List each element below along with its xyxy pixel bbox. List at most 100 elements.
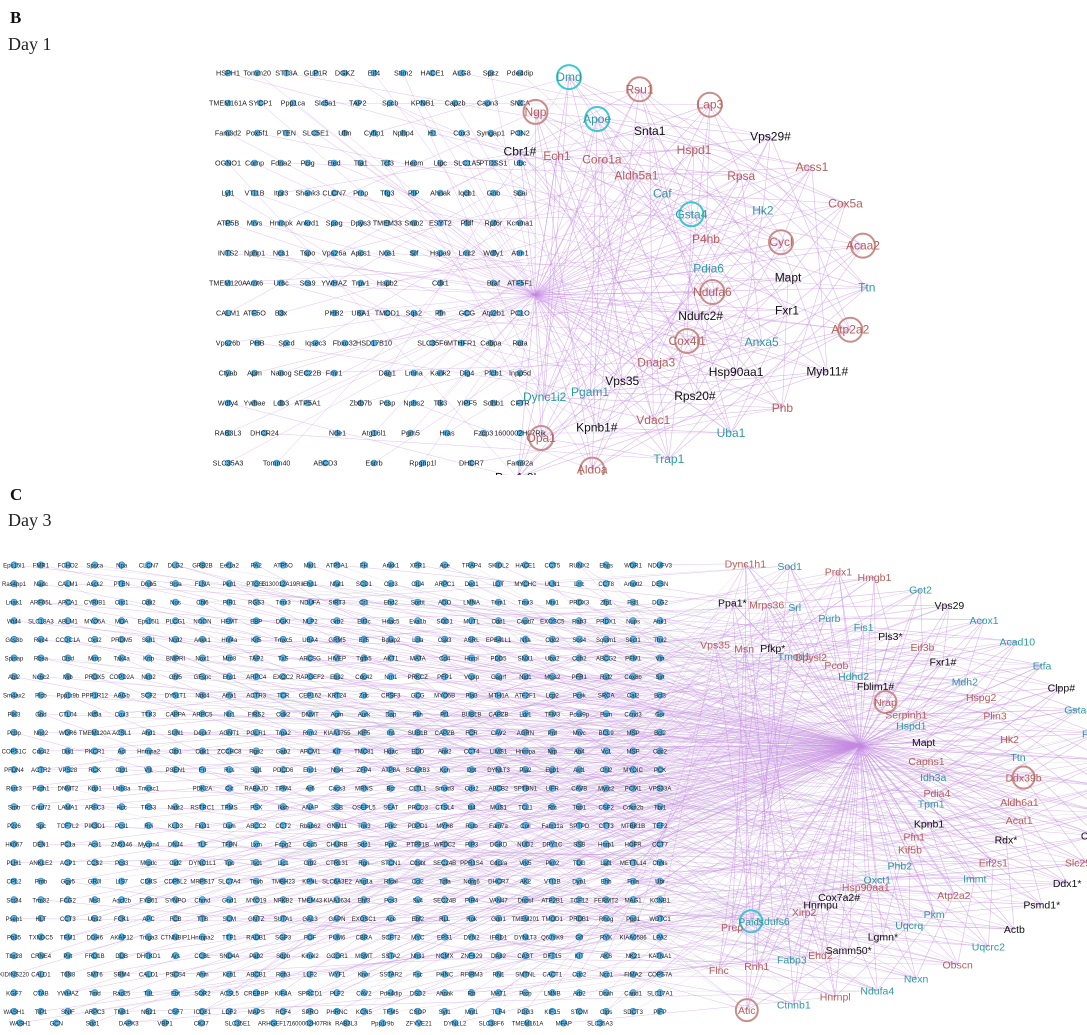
gene-node-pf1: Pf1 [440, 710, 450, 718]
gene-label: Fdna2 [271, 159, 291, 168]
gene-node-lrrc2: Lrrc2 [459, 249, 475, 258]
gene-node-sqstm1: Sqstm1 [596, 635, 617, 644]
gene-label: CCT4 [464, 750, 480, 756]
gene-node-pfr1: PFR1 [572, 673, 588, 681]
gene-node-exosc5: EXOSC5 [540, 617, 565, 625]
gene-node-dlg2: DLG2 [652, 598, 668, 607]
gene-label: PHB2 [325, 309, 344, 318]
gene-node-mata: MATA [410, 654, 426, 663]
gene-node-ssta2: SSTA2 [382, 952, 401, 960]
gene-node-dgki: DGKI [276, 617, 291, 625]
gene-node-fima2: FIMA2 [624, 970, 643, 979]
hub-node-samm50: Samm50* [826, 945, 872, 957]
gene-label: ABLM1 [58, 619, 78, 625]
gene-node-fmr1: Fmr1 [326, 369, 343, 378]
hub-label: Paics [738, 916, 764, 928]
gene-node-eef1a2: Eef1a2 [220, 561, 239, 570]
gene-label: HSPH1 [216, 69, 240, 78]
gene-node-pfm1: PFM1 [625, 654, 642, 663]
gene-node-pla3: Pla3 [466, 691, 478, 700]
gene-node-atp5b: ATP5B [217, 219, 239, 228]
gene-node-trpv1: Trpv1 [352, 279, 370, 288]
gene-node-rgs2: Rgs2 [249, 747, 264, 756]
gene-node-ikkb: Ikkb [278, 803, 290, 811]
gene-node-sgj1: Sgj1 [250, 766, 263, 774]
gene-label: CLCN7 [322, 189, 346, 198]
gene-node-atp2b1: ATP2B1 [541, 896, 564, 904]
gene-node-pox5f1: Pox5f1 [246, 129, 268, 138]
gene-node-fermt2: FERMT2 [594, 896, 619, 904]
hub-node-prep: Prep [721, 922, 743, 934]
gene-label: Pf1 [440, 712, 450, 718]
gene-label: Gfl [575, 936, 583, 942]
gene-label: Nrn1 [384, 675, 398, 681]
gene-label: FERMT2 [594, 898, 619, 904]
gene-node-nlp2: NLP2 [303, 617, 318, 625]
gene-node-kit: KIT [332, 747, 342, 756]
gene-node-gab2: Gab2 [276, 747, 291, 756]
hub-node-pdia6: Pdia6 [693, 262, 724, 276]
hub-label: Gsta4 [1064, 705, 1087, 717]
gene-label: Pcs1 [115, 824, 129, 830]
gene-node-spcb: Spcb [382, 99, 398, 108]
gene-node-ctsd: Ctsd [62, 654, 74, 663]
hub-label: Hnrnpl [820, 992, 851, 1004]
hub-node-kif5b: Kif5b [898, 845, 922, 857]
gene-node-tnlga3: Tnlga3 [139, 933, 158, 942]
gene-label: DNJ4 [168, 843, 184, 849]
gene-node-sod1: SOD1 [436, 617, 453, 625]
gene-label: PA2 [251, 564, 263, 570]
gene-label: Eps15l1 [138, 619, 160, 625]
gene-node-ctrl31: CTRL31 [326, 859, 349, 867]
gene-label: ATP5A1 [326, 564, 349, 570]
gene-node-tap2: TAP2 [249, 654, 264, 663]
gene-node-ndufv3: NDUFV3 [648, 561, 673, 570]
gene-node-tbx28: Tbx28 [6, 952, 23, 960]
gene-node-ascs2: Ascs2 [87, 580, 104, 588]
gene-label: MAPS [248, 1010, 265, 1016]
gene-node-ado: ADO [438, 598, 451, 607]
gene-node-slc1a5: SLC1A5 [454, 159, 481, 168]
hub-label: Capns1 [908, 756, 944, 768]
gene-node-akt1: AKT1 [383, 654, 399, 663]
gene-node-tmx3: Tmx3 [518, 598, 534, 607]
gene-label: Rgn [358, 861, 369, 867]
gene-node-ints2: INTS2 [218, 249, 238, 258]
gene-label: INTS2 [218, 249, 238, 258]
hub-node-mapt: Mapt [912, 737, 935, 749]
gene-node-ehb: Ehb [601, 877, 612, 886]
gene-node-sqs2: Sqs2 [406, 309, 422, 318]
gene-label: ZFYVE21 [406, 1022, 433, 1028]
hub-label: Acat1 [1006, 815, 1033, 827]
gene-node-dyn1: Dyn1 [572, 877, 587, 886]
gene-label: Mib [63, 675, 73, 681]
hub-label: Sod1 [777, 561, 802, 573]
gene-node-ankle2: ANKLE2 [29, 859, 53, 867]
gene-node-cox3: Cox3 [453, 129, 470, 138]
hub-label: Hsp90aa1 [842, 882, 890, 894]
gene-label: Ikkb [278, 805, 290, 811]
gene-node-snca: SNCA [510, 99, 530, 108]
gene-node-nanog: Nanog [270, 369, 291, 378]
gene-label: ATF2F1 [515, 694, 537, 700]
gene-node-ctb1: Ctb1 [169, 747, 182, 756]
gene-node-nrp: Nrp [547, 747, 558, 756]
gene-label: Ihs [387, 731, 395, 737]
gene-node-gcs3b: Gcs3b [5, 635, 23, 644]
gene-node-hk067: Hk067 [5, 840, 23, 849]
gene-node-rgn: Rgn [358, 859, 369, 867]
gene-label: Vc1 [601, 750, 612, 756]
gene-label: Pgm5 [401, 429, 420, 438]
gene-label: CCT8 [598, 582, 614, 588]
gene-label: CSF7 [168, 1010, 184, 1016]
gene-label: Nox1 [195, 657, 210, 663]
gene-node-ncd2: Ncd2 [168, 635, 183, 644]
gene-node-tmem33: TMEM33 [373, 219, 402, 228]
gene-label: NDUFV3 [648, 564, 673, 570]
gene-label: Smb [8, 805, 21, 811]
gene-label: SLC5E1 [302, 129, 329, 138]
gene-label: Scai [513, 189, 527, 198]
gene-node-ace: Ace [386, 914, 397, 923]
gene-node-tcr: TCR [277, 691, 290, 700]
gene-label: Mnt1 [465, 1010, 479, 1016]
